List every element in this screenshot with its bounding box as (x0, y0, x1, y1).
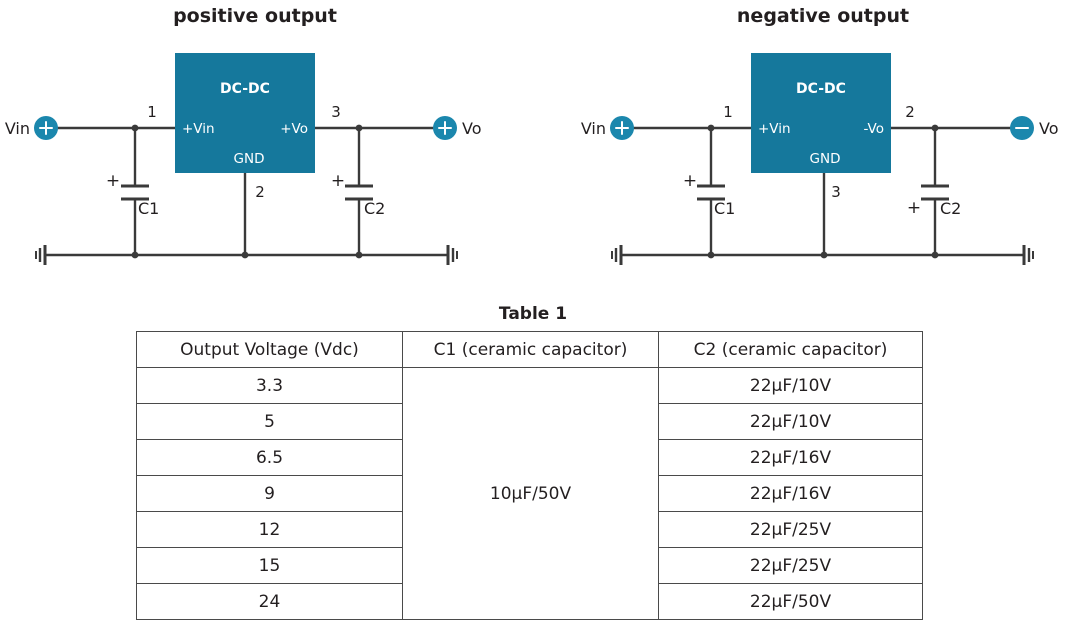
table-row: 3.3 10µF/50V 22µF/10V (136, 367, 923, 620)
pin-number-2: 2 (905, 103, 915, 121)
capacitor-c1-label: C1 (714, 199, 735, 218)
vo-terminal-label: Vo (462, 119, 482, 138)
column-header-c2: C2 (ceramic capacitor) (658, 331, 923, 368)
positive-output-circuit: + C1 + C2 DC-DC +Vin +Vo GND 1 3 2 Vin (5, 53, 482, 265)
capacitor-c1 (121, 184, 149, 201)
pin-label-vin: +Vin (758, 121, 791, 137)
junction-dot (820, 251, 828, 259)
negative-output-circuit: + C1 + C2 DC-DC +Vin -Vo GND 1 2 3 Vin (581, 53, 1059, 265)
table-caption: Table 1 (498, 304, 568, 324)
cell-output-voltage: 6.5 (136, 439, 403, 476)
junction-dot (355, 124, 363, 132)
capacitor-c2-label: C2 (940, 199, 961, 218)
junction-dot (707, 251, 715, 259)
capacitor-c2-label: C2 (364, 199, 385, 218)
ground-symbol-left (35, 245, 47, 265)
vin-terminal-label: Vin (581, 119, 606, 138)
pin-number-2: 2 (255, 183, 265, 201)
table-row: 5 22µF/10V (136, 403, 923, 440)
table-row: 9 22µF/16V (136, 475, 923, 512)
ground-symbol-right (1022, 245, 1034, 265)
cell-output-voltage: 5 (136, 403, 403, 440)
cell-c1-value: 10µF/50V (402, 367, 659, 620)
capacitor-c2 (921, 184, 949, 201)
plus-terminal-icon[interactable] (610, 116, 634, 140)
pin-number-1: 1 (723, 103, 733, 121)
cell-output-voltage: 9 (136, 475, 403, 512)
junction-dot (931, 124, 939, 132)
table-row: 15 22µF/25V (136, 547, 923, 584)
cell-c2-value: 22µF/16V (658, 475, 923, 512)
junction-dot (131, 251, 139, 259)
capacitor-c1-label: C1 (138, 199, 159, 218)
dcdc-converter-block[interactable] (751, 53, 891, 173)
table-row: 24 22µF/50V (136, 583, 923, 620)
cell-c2-value: 22µF/16V (658, 439, 923, 476)
cell-output-voltage: 3.3 (136, 367, 403, 404)
plus-terminal-icon[interactable] (433, 116, 457, 140)
minus-terminal-icon[interactable] (1010, 116, 1034, 140)
pin-number-3: 3 (831, 183, 841, 201)
column-header-c1: C1 (ceramic capacitor) (402, 331, 659, 368)
pin-label-gnd: GND (234, 151, 265, 167)
negative-output-title: negative output (736, 5, 910, 27)
capacitor-c1-polarity: + (683, 171, 697, 191)
pin-label-vin: +Vin (182, 121, 215, 137)
capacitor-c1-polarity: + (106, 171, 120, 191)
dcdc-block-label: DC-DC (220, 81, 270, 97)
vin-terminal-label: Vin (5, 119, 30, 138)
capacitor-selection-table: Output Voltage (Vdc) C1 (ceramic capacit… (136, 331, 923, 620)
cell-c2-value: 22µF/50V (658, 583, 923, 620)
cell-output-voltage: 24 (136, 583, 403, 620)
pin-label-vo: +Vo (280, 121, 308, 137)
circuit-diagrams-svg: + C1 + C2 DC-DC +Vin +Vo GND 1 3 2 Vin (5, 53, 1059, 265)
pin-number-1: 1 (147, 103, 157, 121)
dcdc-block-label: DC-DC (796, 81, 846, 97)
positive-output-title: positive output (173, 5, 337, 27)
capacitor-c2 (345, 184, 373, 201)
ground-symbol-right (446, 245, 458, 265)
cell-c2-value: 22µF/25V (658, 511, 923, 548)
pin-label-gnd: GND (810, 151, 841, 167)
capacitor-c2-polarity: + (907, 198, 921, 218)
junction-dot (355, 251, 363, 259)
junction-dot (131, 124, 139, 132)
dcdc-converter-block[interactable] (175, 53, 315, 173)
cell-c2-value: 22µF/25V (658, 547, 923, 584)
cell-c2-value: 22µF/10V (658, 403, 923, 440)
junction-dot (707, 124, 715, 132)
pin-number-3: 3 (331, 103, 341, 121)
capacitor-c2-polarity: + (331, 171, 345, 191)
junction-dot (931, 251, 939, 259)
pin-label-vo: -Vo (863, 121, 884, 137)
ground-symbol-left (611, 245, 623, 265)
table-row: 6.5 22µF/16V (136, 439, 923, 476)
cell-output-voltage: 15 (136, 547, 403, 584)
column-header-output-voltage: Output Voltage (Vdc) (136, 331, 403, 368)
plus-terminal-icon[interactable] (34, 116, 58, 140)
cell-c2-value: 22µF/10V (658, 367, 923, 404)
capacitor-c1 (697, 184, 725, 201)
junction-dot (241, 251, 249, 259)
cell-output-voltage: 12 (136, 511, 403, 548)
table-row: 12 22µF/25V (136, 511, 923, 548)
table-header-row: Output Voltage (Vdc) C1 (ceramic capacit… (136, 331, 923, 368)
vo-terminal-label: Vo (1039, 119, 1059, 138)
